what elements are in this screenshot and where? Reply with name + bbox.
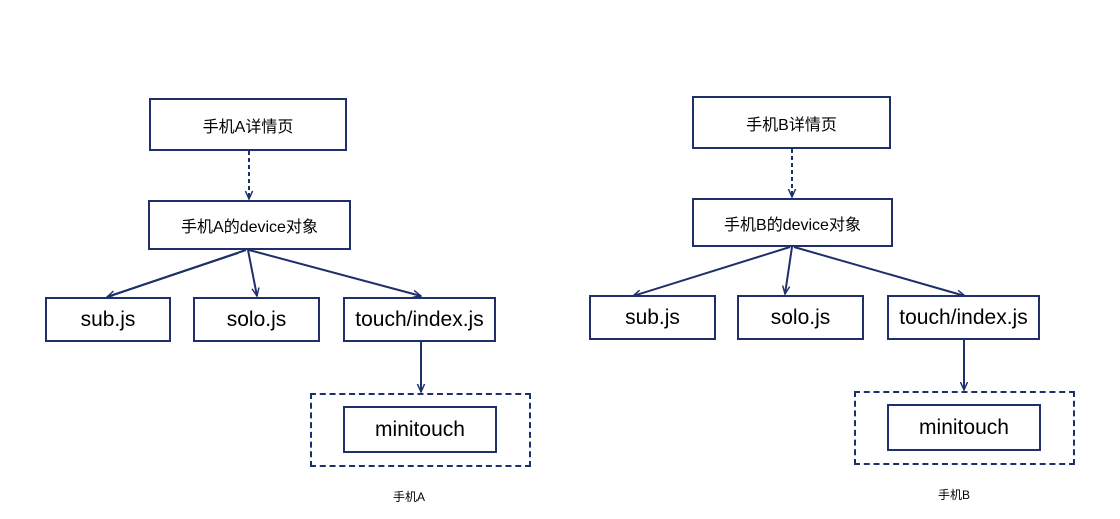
arrow-b-device-to-sub bbox=[633, 246, 791, 296]
arrow-a-device-to-solo bbox=[247, 249, 257, 296]
phone-a-caption: 手机A bbox=[393, 490, 426, 504]
phone-b-detail-page-node: 手机B详情页 bbox=[692, 96, 891, 149]
phone-a-minitouch-node: minitouch bbox=[343, 406, 497, 453]
phone-a-dashed-container bbox=[310, 393, 531, 467]
line-a-device-to-sub-2 bbox=[106, 252, 239, 298]
phone-b-device-object-node: 手机B的device对象 bbox=[692, 198, 893, 247]
phone-b-dashed-container bbox=[854, 391, 1075, 465]
arrow-a-device-to-touch bbox=[248, 249, 421, 296]
phone-b-solo-js-node: solo.js bbox=[737, 295, 864, 340]
phone-a-detail-page-node: 手机A详情页 bbox=[149, 98, 347, 151]
arrow-b-device-to-touch bbox=[793, 246, 965, 296]
phone-b-minitouch-node: minitouch bbox=[887, 404, 1041, 451]
phone-b-caption: 手机B bbox=[938, 488, 971, 502]
phone-b-touch-index-js-node: touch/index.js bbox=[887, 295, 1040, 340]
arrow-b-device-to-solo bbox=[785, 246, 793, 294]
phone-a-device-object-node: 手机A的device对象 bbox=[148, 200, 351, 250]
phone-b-sub-js-node: sub.js bbox=[589, 295, 716, 340]
phone-a-solo-js-node: solo.js bbox=[193, 297, 320, 342]
phone-a-sub-js-node: sub.js bbox=[45, 297, 171, 342]
phone-a-touch-index-js-node: touch/index.js bbox=[343, 297, 496, 342]
